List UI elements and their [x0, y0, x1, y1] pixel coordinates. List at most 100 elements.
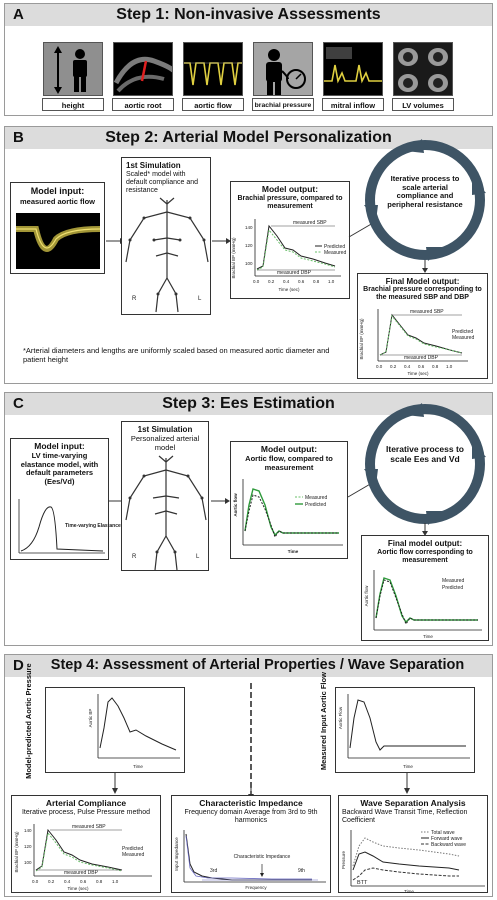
panel-d-title: Step 4: Assessment of Arterial Propertie… — [50, 657, 465, 673]
d-imp-ylabel: Input Impedance — [174, 837, 179, 871]
label-brachial-pressure: brachial pressure — [252, 98, 314, 111]
panel-d-banner: D Step 4: Assessment of Arterial Propert… — [5, 655, 492, 677]
b-output-title: Model output: — [261, 184, 319, 194]
d-dashed-divider — [250, 683, 252, 801]
d-wave-ylabel: Pressure — [341, 851, 346, 870]
svg-text:0.8: 0.8 — [432, 364, 439, 369]
d-arrow-left — [112, 773, 118, 794]
b-final-sub: Brachial pressure corresponding to the m… — [363, 286, 482, 302]
svg-text:0.4: 0.4 — [404, 364, 411, 369]
panel-d-letter: D — [13, 657, 24, 674]
b-aortic-flow-image — [16, 213, 101, 269]
b-ytick-120: 120 — [245, 243, 253, 248]
d-arrow-right — [404, 773, 410, 794]
b-model-output-box: Model output: Brachial pressure, compare… — [230, 181, 350, 299]
d-left-top-box: Aortic BP Time — [45, 687, 185, 773]
c-iterative-cycle — [364, 403, 486, 525]
d-impedance-sub: Frequency domain Average from 3rd to 9th… — [184, 809, 318, 825]
c-elastance-label: Time-varying Elastance — [65, 523, 121, 529]
c-iter-text: Iterative process to scale Ees and Vd — [386, 444, 464, 464]
d-compliance-box: Arterial Compliance Iterative process, P… — [11, 795, 161, 893]
b-output-sub: Brachial pressure, compared to measureme… — [237, 195, 343, 211]
svg-text:Predicted: Predicted — [452, 329, 473, 335]
d-compliance-title: Arterial Compliance — [45, 798, 127, 808]
brachial-pressure-thumbnail — [253, 42, 313, 96]
d-left-rot-label: Model-predicted Aortic Pressure — [23, 663, 33, 779]
svg-text:Measured: Measured — [122, 852, 144, 858]
d-wave-title: Wave Separation Analysis — [360, 798, 466, 808]
d-aortic-flow-chart: Aortic Flow Time — [338, 694, 470, 769]
panel-a: A Step 1: Non-invasive Assessments — [4, 3, 493, 116]
c-final-sub: Aortic flow corresponding to measurement — [377, 549, 473, 565]
panel-c-banner: C Step 3: Ees Estimation — [5, 393, 492, 415]
svg-text:140: 140 — [24, 828, 32, 833]
c-sim-title: 1st Simulation — [137, 425, 193, 434]
svg-text:1.0: 1.0 — [446, 364, 453, 369]
d-impedance-box: Characteristic Impedance Frequency domai… — [171, 795, 331, 893]
svg-text:R: R — [132, 554, 137, 560]
b-xtick-2: 0.4 — [283, 279, 290, 284]
lv-volumes-thumbnail — [393, 42, 453, 96]
height-person-icon — [54, 46, 87, 94]
svg-text:0.0: 0.0 — [376, 364, 383, 369]
panel-b: B Step 2: Arterial Model Personalization… — [4, 126, 493, 384]
d-left-ylabel: Aortic BP — [88, 709, 93, 728]
d-impedance-title: Characteristic Impedance — [199, 798, 303, 808]
b-arrow-4 — [422, 260, 428, 273]
d-right-xlabel: Time — [403, 764, 413, 769]
mitral-doppler-icon — [324, 47, 382, 84]
label-height: height — [42, 98, 104, 111]
panel-c-letter: C — [13, 395, 24, 412]
c-arrow-2 — [211, 498, 230, 504]
panel-b-letter: B — [13, 129, 24, 146]
svg-text:Predicted: Predicted — [442, 585, 463, 591]
c-model-input-title: Model input: — [34, 441, 85, 451]
d-imp-xlabel: Frequency — [245, 885, 267, 890]
panel-a-letter: A — [13, 6, 24, 23]
svg-text:0.2: 0.2 — [48, 879, 55, 884]
label-mitral-inflow: mitral inflow — [322, 98, 384, 111]
c-model-input-sub: LV time-varying elastance model, with de… — [20, 451, 99, 486]
d-wave-xlabel: Time — [404, 889, 414, 894]
svg-text:measured SBP: measured SBP — [410, 309, 444, 315]
b-final-output-box: Final Model output: Brachial pressure co… — [357, 273, 488, 379]
b-footnote: *Arterial diameters and lengths are unif… — [23, 346, 330, 364]
c-model-input-box: Model input: LV time-varying elastance m… — [10, 438, 121, 560]
c-legend-measured: Measured — [305, 495, 327, 501]
c-simulation-box: 1st Simulation Personalized arterial mod… — [121, 421, 209, 571]
b-xtick-3: 0.6 — [298, 279, 305, 284]
c-final-title: Final model output: — [387, 539, 463, 548]
d-imp-3rd: 3rd — [210, 868, 217, 874]
svg-text:120: 120 — [24, 844, 32, 849]
b-legend-predicted: Predicted — [324, 244, 345, 250]
svg-text:Brachial BP (mmHg): Brachial BP (mmHg) — [14, 831, 19, 872]
height-thumbnail — [43, 42, 103, 96]
d-compliance-sub: Iterative process, Pulse Pressure method — [21, 809, 150, 816]
panel-c: C Step 3: Ees Estimation Model input: LV… — [4, 392, 493, 646]
panel-b-title: Step 2: Arterial Model Personalization — [105, 129, 392, 146]
c-arrow-4 — [422, 523, 428, 536]
b-final-title: Final Model output: — [385, 277, 460, 286]
label-lv-volumes: LV volumes — [392, 98, 454, 111]
b-xtick-1: 0.2 — [268, 279, 275, 284]
panel-b-banner: B Step 2: Arterial Model Personalization — [5, 127, 492, 149]
c-arterial-tree-icon: R L — [125, 455, 207, 571]
b-model-input-sub: measured aortic flow — [19, 197, 96, 206]
b-xlabel: Time (sec) — [278, 287, 300, 292]
c-output-chart: Aortic flow Measured Predicted Time — [233, 479, 343, 554]
b-simulation-box: 1st Simulation Scaled* model with defaul… — [121, 157, 211, 315]
c-final-output-box: Final model output: Aortic flow correspo… — [361, 535, 489, 641]
b-sim-title: 1st Simulation — [126, 161, 181, 170]
d-wave-legend-backward: Backward wave — [431, 842, 466, 848]
d-wave-legend-total: Total wave — [431, 830, 455, 836]
d-aortic-bp-chart: Aortic BP Time — [88, 694, 180, 769]
c-elastance-chart: Time-varying Elastance — [18, 499, 121, 554]
d-impedance-chart: Input Impedance 3rd 9th Characteristic I… — [174, 830, 326, 890]
b-iterative-cycle — [364, 139, 486, 261]
c-model-output-box: Model output: Aortic flow, compared to m… — [230, 441, 348, 559]
b-arrow-2 — [212, 238, 231, 244]
c-sim-sub: Personalized arterial model — [130, 434, 200, 452]
d-wave-legend-forward: Forward wave — [431, 836, 463, 842]
d-right-rot-label: Measured Input Aortic Flow — [318, 672, 328, 771]
d-imp-char: Characteristic Impedance — [234, 854, 291, 860]
